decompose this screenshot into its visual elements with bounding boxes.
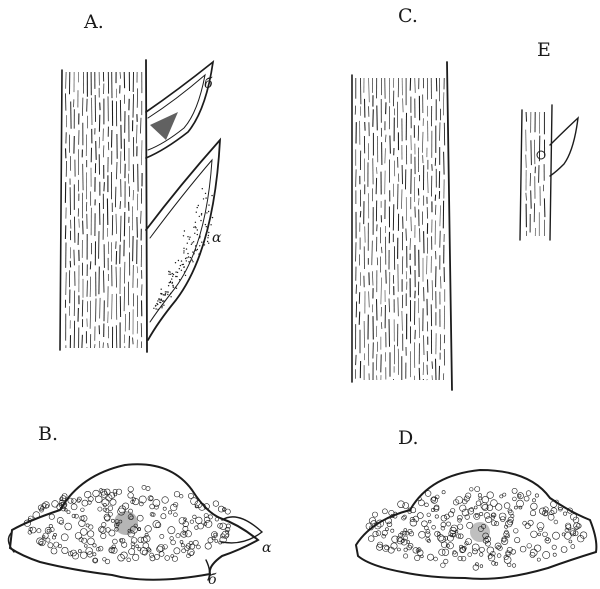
callout-a-lower: α	[212, 230, 222, 246]
callout-b-upper: б	[204, 76, 213, 92]
stem-a	[60, 60, 147, 352]
label-d: D.	[398, 427, 419, 449]
label-c: C.	[398, 5, 418, 27]
spur-lower	[146, 140, 220, 340]
callout-a-section: α	[262, 540, 272, 556]
panel-a: A. б α	[60, 11, 222, 352]
spur-upper	[146, 62, 213, 158]
panel-c: C.	[352, 5, 452, 390]
section-d	[356, 470, 596, 579]
label-e: E	[537, 39, 551, 61]
label-b: B.	[38, 423, 58, 445]
stem-e	[520, 105, 578, 240]
panel-b: B. α б	[8, 423, 272, 588]
panel-d: D.	[356, 427, 596, 579]
panel-e: E	[520, 39, 578, 240]
label-a: A.	[83, 11, 104, 33]
stem-c	[352, 62, 452, 390]
callout-b-section: б	[208, 572, 217, 588]
section-b	[8, 464, 262, 580]
